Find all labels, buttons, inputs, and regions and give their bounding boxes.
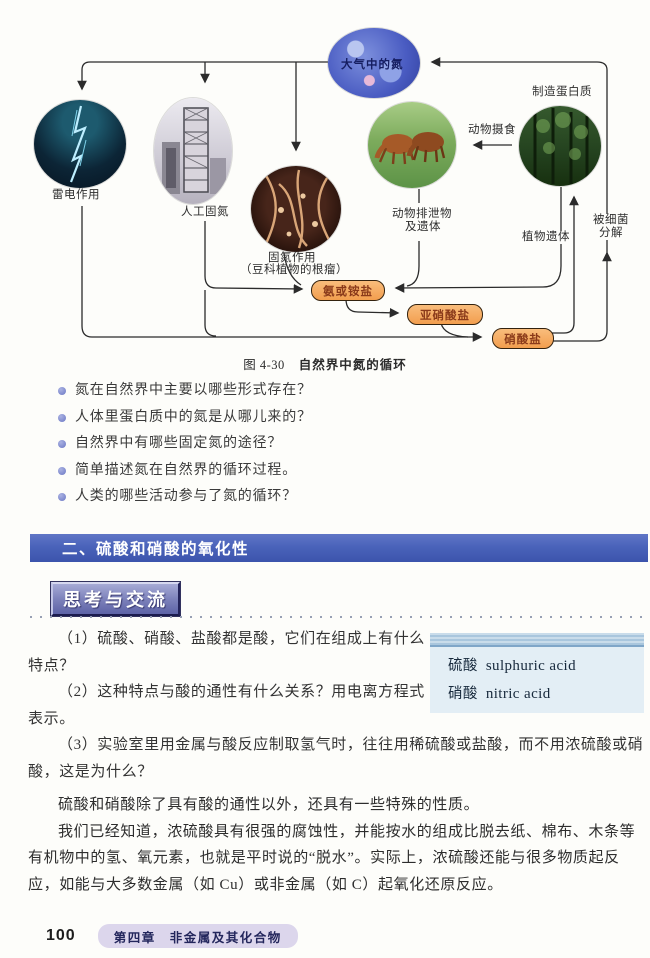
animal-waste-label-line2: 及遗体 — [404, 221, 442, 234]
text-line: 酸，这是为什么？ — [28, 763, 153, 780]
lightning-label: 雷电作用 — [52, 189, 100, 201]
list-item: 简单描述氮在自然界的循环过程。 — [58, 458, 618, 485]
fixation-label-line1: 固氮作用 — [268, 252, 316, 264]
text-line: 表示。 — [28, 710, 75, 727]
feeding-label: 动物摄食 — [468, 124, 516, 136]
trees-art — [533, 108, 589, 184]
text-line: 硫酸和硝酸除了具有酸的通性以外，还具有一些特殊的性质。 — [58, 797, 480, 813]
nitrate-node: 硝酸盐 — [492, 328, 554, 349]
list-item: 氮在自然界中主要以哪些形式存在？ — [58, 378, 618, 405]
text-line: 应，如能与大多数金属（如 Cu）或非金属（如 C）起氧化还原反应。 — [28, 876, 503, 893]
bullet-icon — [58, 387, 66, 396]
forest-photo — [519, 106, 601, 186]
text-line: （3）实验室里用金属与酸反应制取氢气时，往往用稀硫酸或盐酸，而不用浓硫酸或硝 — [58, 737, 644, 754]
list-item: 人体里蛋白质中的氮是从哪儿来的？ — [58, 405, 618, 432]
figure-caption: 图 4-30 自然界中氮的循环 — [0, 354, 650, 373]
animal-waste-label-line1: 动物排泄物 — [391, 208, 453, 221]
vocab-entry: 硝酸 nitric acid — [448, 682, 644, 703]
vocabulary-box: 硫酸 sulphuric acid 硝酸 nitric acid — [430, 633, 644, 713]
cattle-photo — [368, 102, 456, 188]
ammonia-salt-node: 氨或铵盐 — [311, 280, 385, 301]
text-line: 有机物中的氢、氧元素，也就是平时说的“脱水”。实际上，浓硫酸还能与很多物质起反 — [28, 850, 620, 867]
industrial-photo — [154, 98, 232, 204]
atmosphere-photo — [328, 28, 420, 98]
vocab-zh: 硫酸 — [448, 658, 478, 674]
text-line: 特点？ — [28, 657, 75, 674]
page-footer: 100 第四章 非金属及其化合物 — [0, 924, 650, 948]
list-item: 自然界中有哪些固定氮的途径？ — [58, 431, 618, 458]
question-text: 简单描述氮在自然界的循环过程。 — [75, 462, 297, 478]
badge-label: 思考与交流 — [63, 590, 168, 610]
list-item: 人类的哪些活动参与了氮的循环？ — [58, 484, 618, 511]
section-title: 二、硫酸和硝酸的氧化性 — [62, 541, 250, 558]
plant-remains-label: 植物遗体 — [521, 231, 571, 244]
root-nodule-photo — [251, 166, 341, 252]
thinking-questions: （1）硫酸、硝酸、盐酸都是酸，它们在组成上有什么 特点？ （2）这种特点与酸的通… — [28, 626, 644, 786]
figure-title: 自然界中氮的循环 — [298, 358, 407, 372]
body-paragraphs: 硫酸和硝酸除了具有酸的通性以外，还具有一些特殊的性质。 我们已经知道，浓硫酸具有… — [28, 792, 636, 898]
question-text: 自然界中有哪些固定氮的途径？ — [75, 436, 283, 451]
vocab-entry: 硫酸 sulphuric acid — [448, 654, 644, 675]
nitrite-node: 亚硝酸盐 — [407, 304, 483, 325]
lightning-bolt-art — [69, 105, 87, 183]
dotted-divider — [30, 616, 648, 619]
bullet-icon — [58, 413, 66, 422]
question-text: 人体里蛋白质中的氮是从哪儿来的？ — [75, 409, 312, 425]
text-line: （2）这种特点与酸的通性有什么关系？用电离方程式 — [58, 684, 425, 701]
vocab-en: nitric acid — [485, 686, 551, 702]
fixation-label-line2: （豆科植物的根瘤） — [240, 264, 348, 276]
chapter-badge: 第四章 非金属及其化合物 — [97, 924, 298, 948]
question-text: 氮在自然界中主要以哪些形式存在？ — [75, 383, 312, 398]
diagram-arrows — [77, 57, 612, 342]
question-text: 人类的哪些活动参与了氮的循环？ — [75, 489, 297, 504]
industrial-tower-art — [162, 107, 226, 194]
cows-art — [374, 132, 446, 165]
text-line: （1）硫酸、硝酸、盐酸都是酸，它们在组成上有什么 — [58, 631, 425, 647]
bullet-icon — [58, 493, 66, 502]
think-exchange-badge: 思考与交流 — [50, 581, 181, 617]
roots-art — [263, 169, 333, 249]
vocabulary-box-header-stripe — [430, 633, 644, 647]
text-line: 我们已经知道，浓硫酸具有很强的腐蚀性，并能按水的组成比脱去纸、棉布、木条等 — [58, 823, 636, 840]
bacteria-label-line1: 被细菌 — [592, 214, 630, 227]
nitrogen-cycle-diagram: 大气中的氮 雷电作用 人工固氮 — [0, 0, 650, 352]
industrial-label: 人工固氮 — [181, 206, 229, 218]
discussion-question-list: 氮在自然界中主要以哪些形式存在？ 人体里蛋白质中的氮是从哪儿来的？ 自然界中有哪… — [58, 378, 618, 511]
bacteria-label-line2: 分解 — [598, 227, 624, 240]
protein-label: 制造蛋白质 — [532, 86, 592, 98]
vocab-en: sulphuric acid — [485, 658, 576, 674]
bullet-icon — [58, 466, 66, 475]
atmosphere-label: 大气中的氮 — [341, 59, 404, 71]
lightning-photo — [34, 100, 126, 188]
page-number: 100 — [46, 927, 76, 944]
vocab-zh: 硝酸 — [448, 686, 478, 702]
figure-number: 图 4-30 — [243, 358, 285, 372]
bullet-icon — [58, 440, 66, 449]
section-header-bar: 二、硫酸和硝酸的氧化性 — [30, 534, 648, 562]
